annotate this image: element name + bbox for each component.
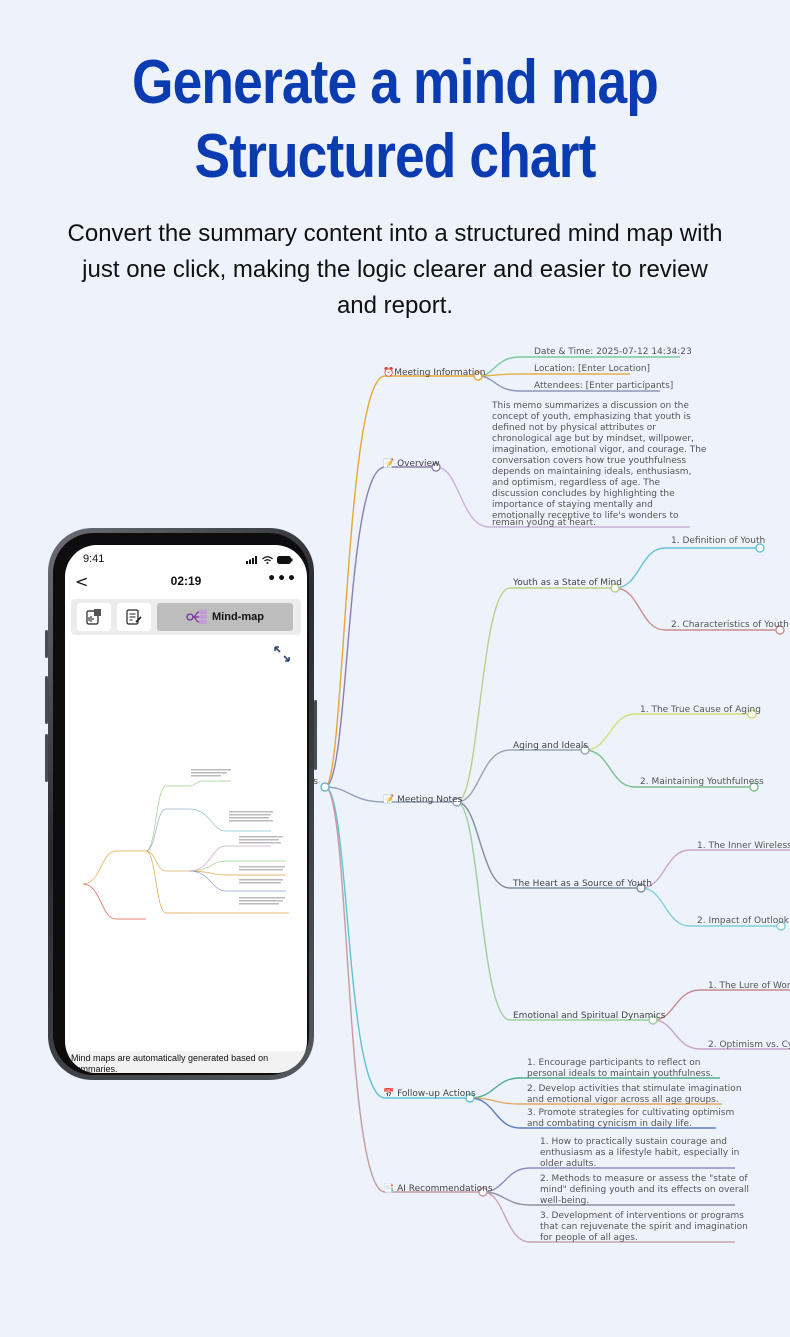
phone-bezel: 9:41 < 02:19 ••• xyxy=(53,533,309,1075)
node-overview-text[interactable]: This memo summarizes a discussion on the… xyxy=(491,401,707,521)
followup-1-line2[interactable]: personal ideals to maintain youthfulness… xyxy=(527,1069,713,1079)
followup-1-line1[interactable]: 1. Encourage participants to reflect on xyxy=(527,1058,700,1068)
tab-mind-map[interactable]: Mind-map xyxy=(157,603,293,631)
node-meeting-information[interactable]: ⏰Meeting Information xyxy=(383,366,485,378)
mini-mind-map xyxy=(82,769,289,920)
followup-2-line2[interactable]: and emotional vigor across all age group… xyxy=(527,1095,719,1105)
node-emotional-spiritual[interactable]: Emotional and Spiritual Dynamics xyxy=(513,1011,666,1021)
node-attendees[interactable]: Attendees: [Enter participants] xyxy=(534,381,673,391)
overview-line: depends on maintaining ideals, enthusias… xyxy=(492,467,691,477)
phone-mockup: 9:41 < 02:19 ••• xyxy=(48,528,314,1080)
ai-1-line3[interactable]: older adults. xyxy=(540,1159,596,1169)
phone-mute-button xyxy=(45,630,48,658)
mind-map-preview[interactable] xyxy=(71,641,301,1049)
status-bar: 9:41 xyxy=(83,553,293,569)
mind-map-canvas[interactable]: s ⏰Meeting Information Date & Time: 2025… xyxy=(0,330,790,1260)
mind-map-icon xyxy=(186,610,208,624)
mind-map-caption: Mind maps are automatically generated ba… xyxy=(69,1051,307,1073)
summary-edit-icon xyxy=(126,609,142,625)
wifi-icon xyxy=(262,556,273,564)
node-heart-source-of-youth[interactable]: The Heart as a Source of Youth xyxy=(512,879,652,889)
ai-3-line1[interactable]: 3. Development of interventions or progr… xyxy=(540,1211,744,1221)
battery-icon xyxy=(277,556,293,564)
node-lure-of-wonder[interactable]: 1. The Lure of Wond xyxy=(708,981,790,991)
mind-map-root-fragment: s xyxy=(313,777,318,787)
phone-volume-down-button xyxy=(45,734,48,782)
overview-line: importance of staying mentally and xyxy=(492,500,653,510)
ai-1-line2[interactable]: enthusiasm as a lifestyle habit, especia… xyxy=(540,1148,739,1158)
hero-title-line1: Generate a mind map xyxy=(132,48,659,117)
hero-title-line2: Structured chart xyxy=(194,122,596,191)
recording-header: < 02:19 ••• xyxy=(65,571,307,593)
node-optimism-vs-cynicism[interactable]: 2. Optimism vs. Cyn xyxy=(708,1040,790,1050)
overview-line: This memo summarizes a discussion on the xyxy=(491,401,689,411)
node-date-time[interactable]: Date & Time: 2025-07-12 14:34:23 xyxy=(534,347,692,357)
ai-3-line3[interactable]: for people of all ages. xyxy=(540,1233,638,1243)
ai-1-line1[interactable]: 1. How to practically sustain courage an… xyxy=(540,1137,727,1147)
hero-title: Generate a mind map Structured chart xyxy=(55,46,734,194)
overview-line: and optimism, regardless of age. The xyxy=(492,478,661,488)
overview-line: chronological age but by mindset, willpo… xyxy=(492,434,694,444)
mind-map-links xyxy=(324,356,790,1243)
ai-2-line1[interactable]: 2. Methods to measure or assess the "sta… xyxy=(540,1174,748,1184)
view-tabs: Mind-map xyxy=(71,599,301,635)
node-youth-state-of-mind[interactable]: Youth as a State of Mind xyxy=(512,578,622,588)
node-inner-wireless[interactable]: 1. The Inner Wireless St xyxy=(697,841,790,851)
phone-volume-up-button xyxy=(45,676,48,724)
mind-map-node-dots xyxy=(320,371,786,1197)
ai-3-line2[interactable]: that can rejuvenate the spirit and imagi… xyxy=(540,1222,748,1232)
tab-summary[interactable] xyxy=(117,603,151,631)
signal-icon xyxy=(246,556,257,564)
node-maintaining-youthfulness[interactable]: 2. Maintaining Youthfulness xyxy=(640,777,764,787)
recording-timer: 02:19 xyxy=(170,574,202,588)
ai-2-line2[interactable]: mind" defining youth and its effects on … xyxy=(540,1185,749,1195)
overview-line: defined not by physical attributes or xyxy=(492,423,656,433)
node-true-cause-of-aging[interactable]: 1. The True Cause of Aging xyxy=(640,705,761,715)
node-follow-up-actions[interactable]: 📅 Follow-up Actions xyxy=(383,1087,476,1099)
back-button[interactable]: < xyxy=(75,572,89,591)
tab-transcript[interactable] xyxy=(77,603,111,631)
overview-line: concept of youth, emphasizing that youth… xyxy=(492,412,691,422)
phone-power-button xyxy=(314,700,317,770)
hero-subtitle: Convert the summary content into a struc… xyxy=(67,220,723,319)
overview-line: discussion concludes by highlighting the xyxy=(492,489,675,499)
status-icons xyxy=(246,556,293,564)
overview-line: emotionally receptive to life's wonders … xyxy=(492,511,679,521)
phone-screen: 9:41 < 02:19 ••• xyxy=(65,545,307,1073)
followup-2-line1[interactable]: 2. Develop activities that stimulate ima… xyxy=(527,1084,742,1094)
tab-mind-map-label: Mind-map xyxy=(212,611,264,623)
followup-3-line1[interactable]: 3. Promote strategies for cultivating op… xyxy=(527,1108,734,1118)
node-characteristics-of-youth[interactable]: 2. Characteristics of Youth xyxy=(671,620,789,630)
overview-line: imagination, emotional vigor, and courag… xyxy=(492,445,707,455)
followup-3-line2[interactable]: and combating cynicism in daily life. xyxy=(527,1119,692,1129)
expand-icon[interactable] xyxy=(273,645,291,663)
node-aging-and-ideals[interactable]: Aging and Ideals xyxy=(513,741,588,751)
node-meeting-notes[interactable]: 📝 Meeting Notes xyxy=(383,793,463,805)
node-definition-of-youth[interactable]: 1. Definition of Youth xyxy=(671,536,765,546)
overview-line: conversation covers how true youthfulnes… xyxy=(492,456,686,466)
node-overview[interactable]: 📝 Overview xyxy=(383,457,439,469)
node-impact-of-outlook[interactable]: 2. Impact of Outlook xyxy=(697,916,790,926)
transcript-icon xyxy=(86,609,101,625)
more-options-button[interactable]: ••• xyxy=(267,571,297,587)
node-location[interactable]: Location: [Enter Location] xyxy=(534,364,650,374)
status-time: 9:41 xyxy=(83,553,105,565)
ai-2-line3[interactable]: well-being. xyxy=(540,1196,589,1206)
node-ai-recommendations[interactable]: 📑 AI Recommendations xyxy=(383,1182,493,1194)
